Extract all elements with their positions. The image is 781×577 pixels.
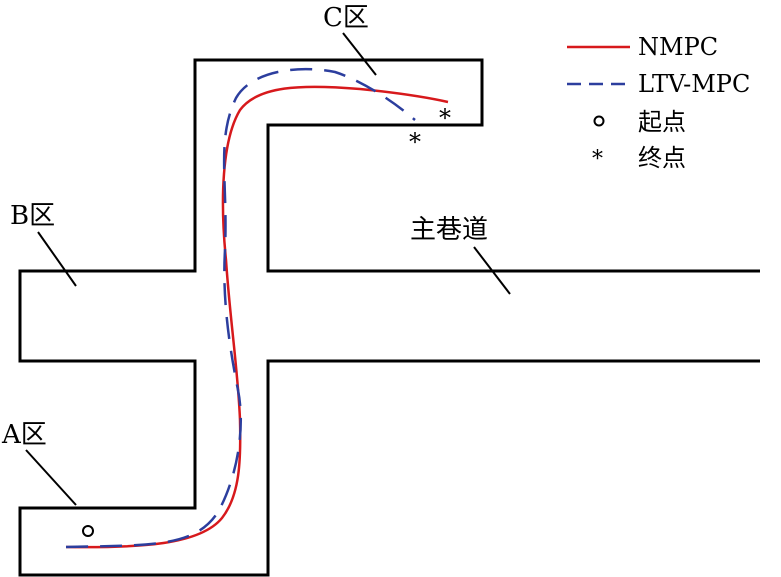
leader-b [37,231,77,287]
end-marker-ltv: * [409,128,421,156]
legend-ltv-label: LTV-MPC [638,70,750,98]
ltv-mpc-path [65,67,416,549]
legend-end-label: 终点 [638,144,686,172]
legend-start-label: 起点 [638,108,686,136]
leader-main [473,246,511,295]
inner-wall [266,96,760,273]
tunnel-walls [18,58,760,577]
leader-a [25,449,77,506]
legend-nmpc-label: NMPC [638,33,718,61]
end-marker-nmpc: * [439,104,451,132]
legend-start-marker [593,115,605,127]
label-zone-c: C区 [323,3,369,33]
label-main-tunnel: 主巷道 [410,215,488,245]
legend: NMPC LTV-MPC 起点 * 终点 [567,33,750,172]
label-zone-b: B区 [10,201,55,231]
legend-end-marker: * [592,147,603,172]
label-zone-a: A区 [1,420,47,450]
outer-wall [18,58,760,577]
leader-lines [25,32,511,506]
leader-c [342,32,377,76]
start-marker [82,525,94,537]
nmpc-path [65,85,449,549]
